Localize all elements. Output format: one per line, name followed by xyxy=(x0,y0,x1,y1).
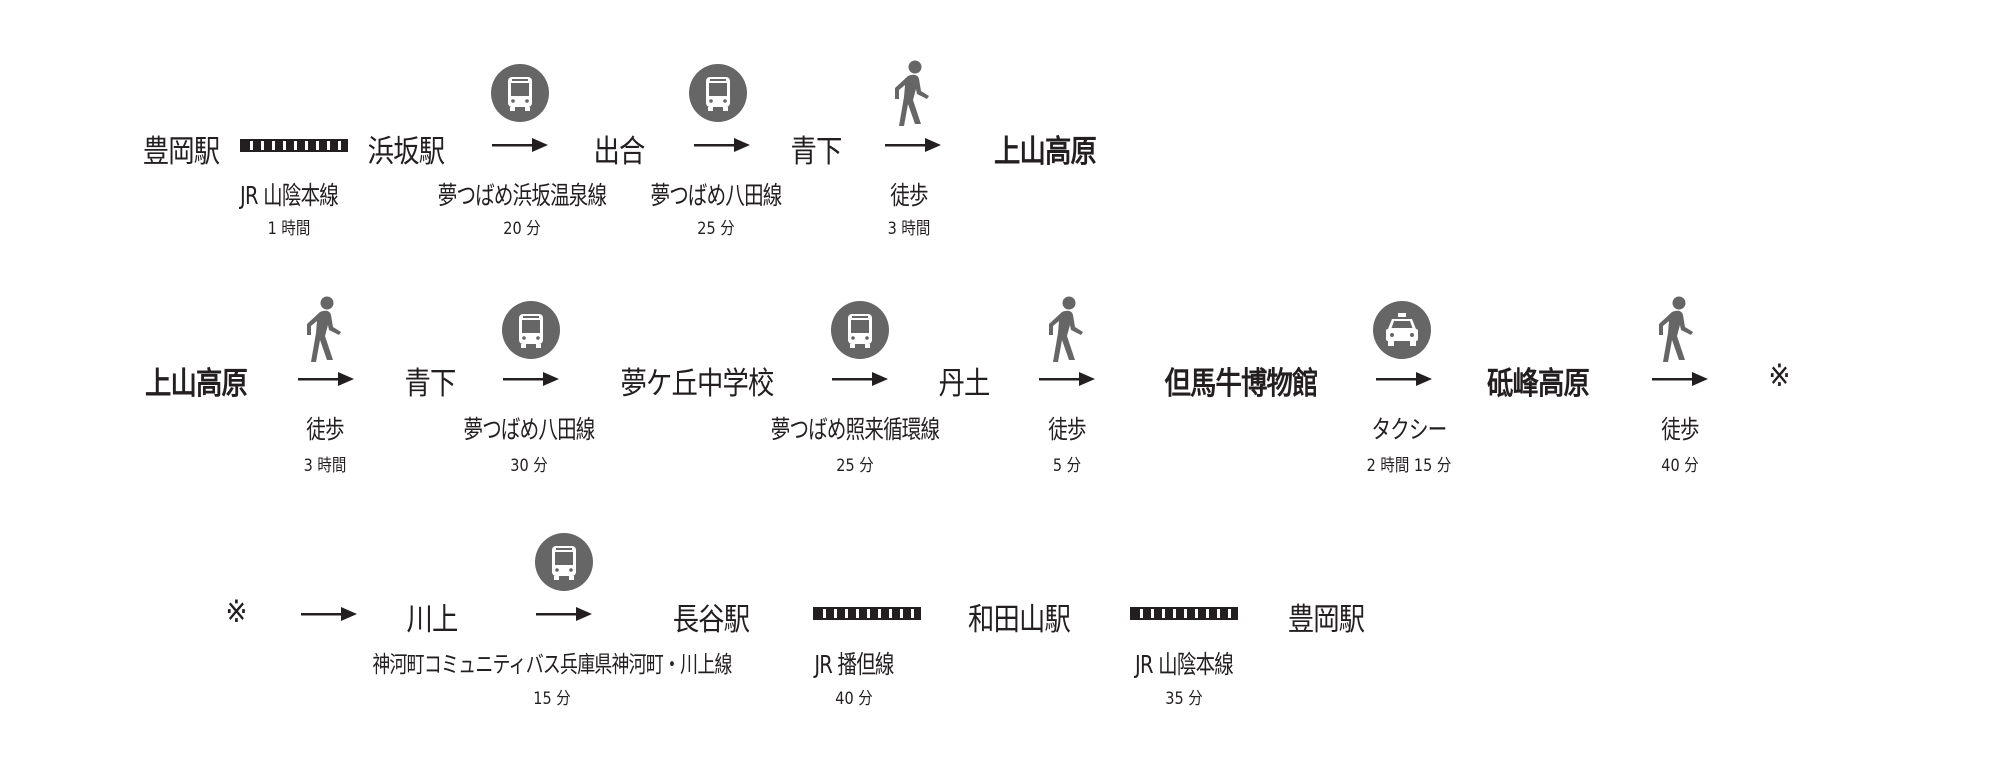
arrow-icon xyxy=(298,372,354,386)
segment-time: 3 時間 xyxy=(303,456,347,476)
segment-time: 35 分 xyxy=(1165,689,1203,709)
walking-icon xyxy=(1657,296,1697,364)
segment-line: 夢つばめ照来循環線 xyxy=(770,415,940,444)
segment-time: 2 時間 15 分 xyxy=(1366,456,1452,476)
rail-line-icon xyxy=(240,139,348,152)
continuation-mark: ※ xyxy=(1768,358,1790,394)
segment-line: 徒歩 xyxy=(1048,415,1086,444)
segment-line: 徒歩 xyxy=(306,415,344,444)
segment-time: 3 時間 xyxy=(887,219,931,239)
walking-icon xyxy=(1047,296,1087,364)
station-aoshita: 青下 xyxy=(404,366,457,402)
segment-line: JR 山陰本線 xyxy=(239,181,339,210)
segment-line: 夢つばめ八田線 xyxy=(650,181,782,210)
arrow-icon xyxy=(536,607,592,621)
bus-icon xyxy=(831,301,889,359)
rail-line-icon xyxy=(813,607,921,620)
station-yumegaoka-jhs: 夢ケ丘中学校 xyxy=(620,366,775,402)
arrow-icon xyxy=(832,372,888,386)
station-hase: 長谷駅 xyxy=(672,602,750,638)
arrow-icon xyxy=(1039,372,1095,386)
station-tonomine-kogen: 砥峰高原 xyxy=(1487,366,1590,402)
segment-line: JR 播但線 xyxy=(814,650,894,679)
segment-line: 徒歩 xyxy=(1661,415,1699,444)
segment-line: 夢つばめ八田線 xyxy=(463,415,595,444)
arrow-icon xyxy=(492,138,548,152)
arrow-icon xyxy=(885,138,941,152)
station-toyooka: 豊岡駅 xyxy=(1287,602,1365,638)
station-tajima-beef-museum: 但馬牛博物館 xyxy=(1164,366,1319,402)
station-kawakami: 川上 xyxy=(406,602,459,638)
segment-time: 25 分 xyxy=(697,219,735,239)
segment-time: 30 分 xyxy=(510,456,548,476)
arrow-icon xyxy=(694,138,750,152)
segment-time: 20 分 xyxy=(503,219,541,239)
bus-icon xyxy=(535,533,593,591)
segment-line: 徒歩 xyxy=(890,181,928,210)
segment-time: 1 時間 xyxy=(267,219,311,239)
segment-line: JR 山陰本線 xyxy=(1134,650,1234,679)
station-kamiyama-kogen: 上山高原 xyxy=(145,366,248,402)
station-deai: 出合 xyxy=(593,134,646,170)
station-kamiyama-kogen: 上山高原 xyxy=(994,134,1097,170)
rail-line-icon xyxy=(1130,607,1238,620)
bus-icon xyxy=(502,301,560,359)
segment-time: 25 分 xyxy=(836,456,874,476)
station-hamasaka: 浜坂駅 xyxy=(367,134,445,170)
bus-icon xyxy=(491,64,549,122)
segment-time: 5 分 xyxy=(1052,456,1082,476)
segment-line: タクシー xyxy=(1371,415,1448,444)
segment-time: 15 分 xyxy=(533,689,571,709)
station-tando: 丹土 xyxy=(938,366,991,402)
segment-time: 40 分 xyxy=(1661,456,1699,476)
segment-time: 40 分 xyxy=(835,689,873,709)
segment-line: 夢つばめ浜坂温泉線 xyxy=(437,181,607,210)
taxi-icon xyxy=(1373,301,1431,359)
station-wadayama: 和田山駅 xyxy=(968,602,1071,638)
station-toyooka: 豊岡駅 xyxy=(142,134,220,170)
continuation-mark: ※ xyxy=(225,594,247,630)
walking-icon xyxy=(893,60,933,128)
arrow-icon xyxy=(1376,372,1432,386)
arrow-icon xyxy=(1652,372,1708,386)
arrow-icon xyxy=(301,607,357,621)
station-aoshita: 青下 xyxy=(790,134,843,170)
bus-icon xyxy=(689,64,747,122)
segment-line: 神河町コミュニティバス兵庫県神河町・川上線 xyxy=(372,652,732,678)
walking-icon xyxy=(305,296,345,364)
arrow-icon xyxy=(503,372,559,386)
